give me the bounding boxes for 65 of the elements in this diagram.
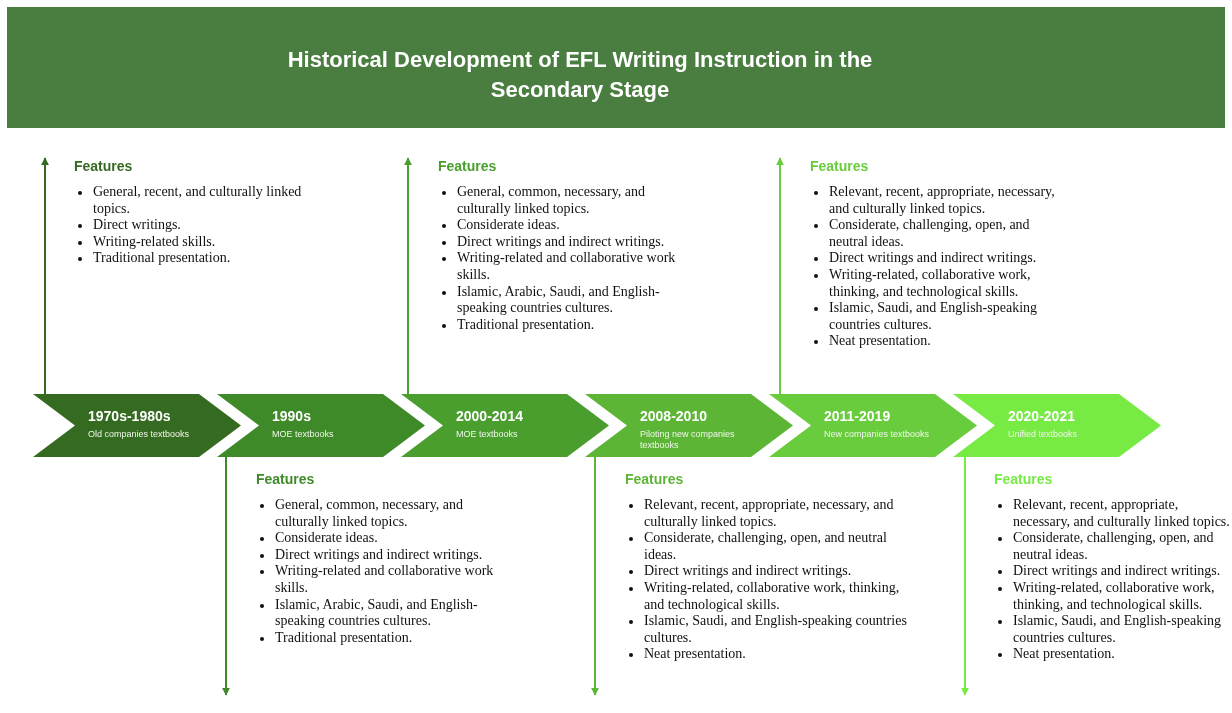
list-item: General, common, necessary, and culturally linked topics. <box>457 184 645 216</box>
section-heading: Features <box>625 471 685 487</box>
section-heading: Features <box>256 471 316 487</box>
list-item: Neat presentation. <box>644 646 746 662</box>
section-heading: Features <box>74 158 134 174</box>
list-item: Traditional presentation. <box>275 629 413 645</box>
list-item: Considerate, challenging, open, and neutral ideas. <box>829 217 1030 249</box>
period-banner <box>585 394 793 457</box>
arrow <box>591 456 599 696</box>
list-item: Relevant, recent, appropriate, necessary, and culturally linked topics. <box>644 497 894 529</box>
year-label: 2011-2019 <box>824 408 891 424</box>
list-item: Considerate ideas. <box>275 530 378 546</box>
title: Historical Development of EFL Writing Instruction in the Secondary Stage <box>286 46 874 104</box>
section-heading: Features <box>994 471 1054 487</box>
period-caption: MOE textbooks <box>272 429 335 440</box>
list-item: Islamic, Arabic, Saudi, and English-speaking countries cultures. <box>275 596 478 629</box>
list-item: Writing-related skills. <box>93 233 216 249</box>
list-item: General, recent, and culturally linked topics. <box>93 184 302 216</box>
period-banner <box>217 394 425 457</box>
list-item: Neat presentation. <box>829 333 931 349</box>
list-item: Writing-related and collaborative work skills. <box>457 250 676 282</box>
list-item: Relevant, recent, appropriate, necessary, and culturally linked topics. <box>1013 497 1230 529</box>
list-item: Writing-related, collaborative work, thinking, and technological skills. <box>1013 579 1215 612</box>
list-item: Considerate ideas. <box>457 217 560 233</box>
list-item: Considerate, challenging, open, and neutral ideas. <box>1013 530 1214 562</box>
list-item: Direct writings and indirect writings. <box>457 233 665 249</box>
arrow <box>41 157 49 395</box>
year-label: 2000-2014 <box>456 408 523 424</box>
list-item: Direct writings and indirect writings. <box>275 546 483 562</box>
list-item: Islamic, Saudi, and English-speaking countries cultures. <box>829 300 1038 332</box>
list-item: Writing-related and collaborative work skills. <box>275 563 494 595</box>
period-banner <box>769 394 977 457</box>
year-label: 1990s <box>272 408 311 424</box>
period-caption: Piloting new companies textbooks <box>640 429 736 451</box>
arrow <box>404 157 412 395</box>
list-item: Traditional presentation. <box>93 250 231 266</box>
list-item: Neat presentation. <box>1013 646 1115 662</box>
list-item: Direct writings. <box>93 217 181 233</box>
arrow <box>222 456 230 696</box>
list-item: Writing-related, collaborative work, thinking, and technological skills. <box>829 266 1031 299</box>
year-label: 2008-2010 <box>640 408 707 424</box>
list-item: Islamic, Arabic, Saudi, and English-speaking countries cultures. <box>457 283 660 316</box>
period-caption: Unified textbooks <box>1008 429 1079 440</box>
period-banner <box>953 394 1161 457</box>
list-item: Relevant, recent, appropriate, necessary, and culturally linked topics. <box>829 184 1055 216</box>
period-banner <box>33 394 241 457</box>
period-banner <box>401 394 609 457</box>
list-item: Direct writings and indirect writings. <box>1013 563 1221 579</box>
list-item: General, common, necessary, and culturally linked topics. <box>275 497 463 529</box>
period-caption: New companies textbooks <box>824 429 931 440</box>
list-item: Islamic, Saudi, and English-speaking countries cultures. <box>644 613 907 645</box>
list-item: Direct writings and indirect writings. <box>644 563 852 579</box>
year-label: 2020-2021 <box>1008 408 1075 424</box>
section-heading: Features <box>438 158 498 174</box>
section-heading: Features <box>810 158 870 174</box>
list-item: Writing-related, collaborative work, thinking, and technological skills. <box>644 579 900 612</box>
list-item: Islamic, Saudi, and English-speaking countries cultures. <box>1013 613 1222 645</box>
year-label: 1970s-1980s <box>88 408 171 424</box>
period-caption: MOE textbooks <box>456 429 519 440</box>
list-item: Traditional presentation. <box>457 316 595 332</box>
arrow <box>776 157 784 395</box>
list-item: Direct writings and indirect writings. <box>829 250 1037 266</box>
period-caption: Old companies textbooks <box>88 429 191 440</box>
arrow <box>961 456 969 696</box>
list-item: Considerate, challenging, open, and neutral ideas. <box>644 530 887 562</box>
